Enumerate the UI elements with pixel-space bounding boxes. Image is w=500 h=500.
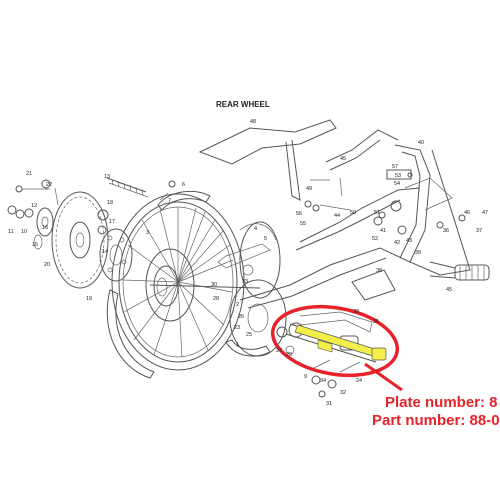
- part-label-21: 21: [26, 171, 32, 177]
- hub-carrier: [99, 228, 133, 282]
- brake-drum: [217, 221, 281, 299]
- part-label-32: 32: [340, 390, 346, 396]
- mudguard: [106, 289, 155, 379]
- part-label-7: 7: [168, 198, 171, 204]
- part-label-48: 48: [250, 119, 256, 125]
- rear-wheel: [111, 193, 261, 371]
- part-label-53: 53: [395, 173, 401, 179]
- part-label-10: 10: [21, 229, 27, 235]
- part-label-45: 45: [340, 156, 346, 162]
- part-label-18: 18: [107, 200, 113, 206]
- part-label-57: 57: [392, 164, 398, 170]
- part-label-5: 5: [264, 236, 267, 242]
- part-label-17: 17: [109, 219, 115, 225]
- part-label-19: 19: [86, 296, 92, 302]
- part-label-41: 41: [380, 228, 386, 234]
- part-label-16: 16: [42, 225, 48, 231]
- part-label-24: 24: [356, 378, 362, 384]
- part-number-labels: 48 45 40 57 53 54 49 56 55 44 50 51 41 5…: [8, 119, 488, 407]
- part-label-9: 9: [304, 374, 307, 380]
- lock-plate: [33, 207, 54, 250]
- callout-part-number: Part number: 88-0210: [372, 412, 500, 429]
- highlight-ring: [270, 304, 400, 378]
- part-label-33: 33: [242, 279, 248, 285]
- part-label-35: 35: [373, 319, 379, 325]
- footrest: [429, 261, 490, 281]
- part-label-25: 25: [246, 332, 252, 338]
- part-label-29: 29: [286, 352, 292, 358]
- part-label-2: 2: [236, 302, 239, 308]
- part-label-3: 3: [146, 230, 149, 236]
- part-label-12: 12: [31, 203, 37, 209]
- part-label-43: 43: [406, 238, 412, 244]
- part-label-45b: 45: [446, 287, 452, 293]
- part-label-51: 51: [374, 210, 380, 216]
- mount-bolts: [304, 172, 466, 229]
- part-label-39: 39: [415, 250, 421, 256]
- callout-leader: [364, 362, 403, 392]
- part-label-56: 56: [296, 211, 302, 217]
- part-label-27: 27: [276, 348, 282, 354]
- part-label-1: 1: [236, 342, 239, 348]
- part-label-6: 6: [182, 182, 185, 188]
- part-label-54: 54: [394, 181, 400, 187]
- part-label-49: 49: [306, 186, 312, 192]
- part-label-34: 34: [320, 378, 326, 384]
- part-label-14: 14: [102, 249, 108, 255]
- part-label-26: 26: [238, 314, 244, 320]
- part-label-22: 22: [46, 182, 52, 188]
- small-hardware: [7, 179, 176, 235]
- part-label-13: 13: [104, 174, 110, 180]
- part-label-37: 37: [476, 228, 482, 234]
- part-label-50: 50: [350, 210, 356, 216]
- part-label-46: 46: [464, 210, 470, 216]
- swing-arm: [239, 129, 471, 309]
- highlighted-part: [294, 324, 387, 361]
- part-label-40: 40: [418, 140, 424, 146]
- part-label-11: 11: [8, 229, 14, 235]
- part-label-28: 28: [213, 296, 219, 302]
- part-label-38: 38: [353, 309, 359, 315]
- part-label-52: 52: [372, 236, 378, 242]
- part-label-20: 20: [44, 262, 50, 268]
- axle-assembly: [276, 311, 383, 398]
- diagram-title: REAR WHEEL: [216, 100, 270, 109]
- shock-mount: [373, 169, 412, 235]
- callout-plate-number: Plate number: 8: [385, 394, 498, 411]
- part-label-47: 47: [482, 210, 488, 216]
- part-label-23: 23: [234, 325, 240, 331]
- sprocket: [51, 191, 109, 289]
- brake-plate: [225, 279, 287, 357]
- part-label-42: 42: [394, 240, 400, 246]
- part-label-15: 15: [32, 242, 38, 248]
- part-label-38-upper: 38: [376, 268, 382, 274]
- part-label-31: 31: [326, 401, 332, 407]
- part-label-30: 30: [211, 282, 217, 288]
- part-label-44: 44: [334, 213, 340, 219]
- part-label-36: 36: [443, 228, 449, 234]
- chain-guard: [198, 119, 337, 201]
- part-label-55: 55: [300, 221, 306, 227]
- part-label-4: 4: [254, 226, 257, 232]
- chain: [106, 177, 149, 198]
